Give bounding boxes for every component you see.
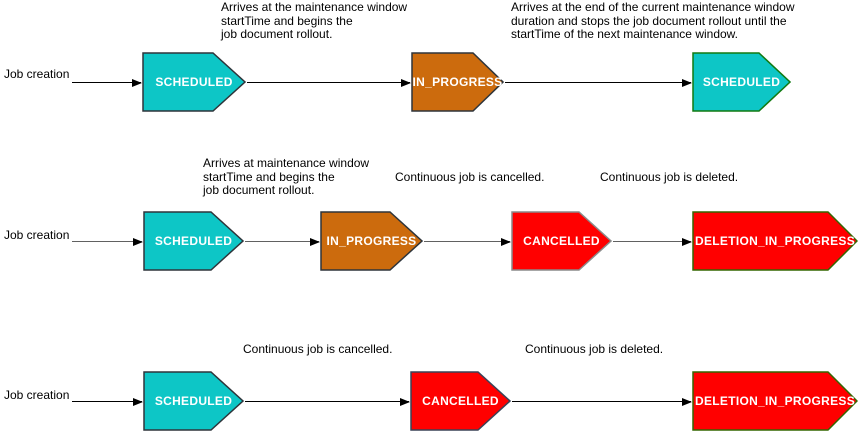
transition-arrow [245,397,410,406]
state-scheduled: SCHEDULED [692,52,791,112]
state-cancelled: CANCELLED [511,211,612,271]
transition-arrow [72,237,143,246]
state-label: DELETION_IN_PROGRESS [694,394,856,408]
state-deletion-in-progress: DELETION_IN_PROGRESS [692,371,858,431]
job-creation-label: Job creation [4,228,70,242]
annotation-text: Continuous job is deleted. [525,342,664,356]
transition-arrow [72,397,143,406]
state-label: DELETION_IN_PROGRESS [694,234,856,248]
state-pentagon-shape [411,52,504,112]
state-label: IN_PROGRESS [412,75,503,89]
job-creation-label: Job creation [4,67,70,81]
annotation-text: Continuous job is deleted. [600,170,739,184]
annotation-text: Arrives at the maintenance window startT… [221,0,408,41]
annotation-text: Continuous job is cancelled. [395,170,545,184]
state-scheduled: SCHEDULED [143,371,244,431]
state-deletion-in-progress: DELETION_IN_PROGRESS [692,211,858,271]
state-label: SCHEDULED [702,75,781,89]
state-pentagon-shape [143,371,244,431]
state-pentagon-shape [410,371,511,431]
state-pentagon-shape [320,211,423,271]
transition-arrow [247,78,411,87]
job-creation-label: Job creation [4,388,70,402]
state-label: SCHEDULED [155,75,233,89]
state-label: SCHEDULED [154,394,233,408]
transition-arrow [424,237,511,246]
state-label: CANCELLED [422,394,499,408]
state-scheduled: SCHEDULED [143,211,244,271]
state-label: CANCELLED [523,234,600,248]
state-pentagon-shape [511,211,612,271]
state-scheduled: SCHEDULED [142,52,246,112]
transition-arrow [613,237,692,246]
transition-arrow [72,78,142,87]
state-pentagon-shape [143,211,244,271]
state-label: IN_PROGRESS [326,234,417,248]
state-label: SCHEDULED [154,234,233,248]
state-pentagon-shape [692,52,791,112]
state-in-progress: IN_PROGRESS [411,52,504,112]
annotation-text: Arrives at the end of the current mainte… [511,0,795,41]
annotation-text: Continuous job is cancelled. [243,342,393,356]
annotation-text: Arrives at maintenance window startTime … [203,156,370,197]
state-cancelled: CANCELLED [410,371,511,431]
transition-arrow [512,397,692,406]
state-pentagon-shape [692,371,858,431]
transition-arrow [245,237,320,246]
state-pentagon-shape [142,52,246,112]
transition-arrow [505,78,692,87]
state-pentagon-shape [692,211,858,271]
state-in-progress: IN_PROGRESS [320,211,423,271]
